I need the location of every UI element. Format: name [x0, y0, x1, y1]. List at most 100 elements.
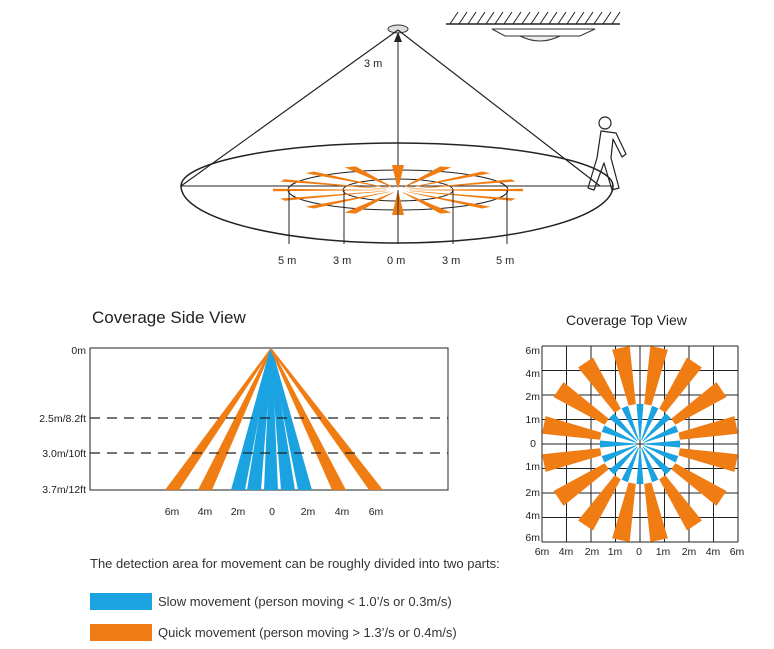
top-ray-quick — [578, 357, 621, 413]
detection-cone — [180, 29, 614, 244]
side-y-labels: 0m 2.5m/8.2ft 3.0m/10ft 3.7m/12ft — [39, 345, 86, 496]
cone-ray-quick — [305, 191, 390, 209]
cone-ray-quick — [344, 192, 394, 214]
detection-note: The detection area for movement can be r… — [90, 556, 500, 571]
hatch-line — [476, 11, 486, 25]
top-ray-quick — [612, 346, 636, 406]
top-x-label: 4m — [706, 546, 721, 558]
side-y-label: 2.5m/8.2ft — [39, 413, 86, 425]
hatch-line — [539, 11, 549, 25]
top-ray-quick — [671, 382, 727, 425]
cone-ray-quick — [280, 190, 388, 201]
top-ray-slow — [609, 413, 638, 442]
top-y-label: 2m — [525, 487, 540, 499]
side-beam-slow — [270, 349, 295, 490]
legend-swatch-slow — [90, 592, 152, 610]
distance-label: 5 m — [496, 255, 514, 267]
top-x-label: 6m — [730, 546, 745, 558]
top-ray-slow — [621, 447, 639, 483]
hatch-line — [611, 11, 621, 25]
cone-rays — [273, 165, 523, 215]
hatch-line — [521, 11, 531, 25]
side-y-label: 3.7m/12ft — [42, 484, 86, 496]
hatch-line — [530, 11, 540, 25]
cone-ray-quick — [406, 191, 491, 209]
height-label: 3 m — [364, 58, 382, 70]
top-y-label: 1m — [525, 414, 540, 426]
top-ray-quick — [678, 448, 738, 472]
hatch-line — [458, 11, 468, 25]
side-x-label: 6m — [165, 506, 180, 518]
top-ray-slow — [601, 425, 637, 443]
top-ray-slow — [641, 405, 659, 441]
top-x-label: 1m — [656, 546, 671, 558]
side-beam-slow — [264, 349, 278, 490]
side-x-label: 0 — [269, 506, 275, 518]
side-x-labels: 6m 4m 2m 0 2m 4m 6m — [165, 506, 384, 518]
top-y-label: 1m — [525, 461, 540, 473]
top-ray-slow — [642, 446, 671, 475]
ceiling — [446, 11, 621, 25]
side-y-label: 0m — [71, 345, 86, 357]
side-beam-quick — [165, 349, 272, 490]
top-ray-quick — [659, 475, 702, 531]
side-x-label: 2m — [301, 506, 316, 518]
hatch-line — [485, 11, 495, 25]
hatch-line — [503, 11, 513, 25]
top-ray-quick — [542, 416, 602, 440]
top-y-label: 6m — [525, 345, 540, 357]
side-beam-quick — [270, 349, 346, 490]
hatch-line — [494, 11, 504, 25]
distance-label: 5 m — [278, 255, 296, 267]
cone-ray-quick — [305, 171, 390, 189]
top-y-label: 2m — [525, 391, 540, 403]
cone-ray-quick — [392, 165, 404, 188]
walking-person-icon — [587, 116, 627, 191]
top-ray-quick — [553, 463, 609, 506]
side-beams — [165, 349, 383, 490]
top-ray-quick — [678, 416, 738, 440]
legend-quick: Quick movement (person moving > 1.3’/s o… — [90, 623, 457, 641]
side-beam-slow — [247, 349, 272, 490]
distance-label: 3 m — [333, 255, 351, 267]
top-view-title: Coverage Top View — [566, 312, 688, 328]
side-beam-quick — [270, 349, 383, 490]
cone-ray-quick — [410, 188, 523, 192]
top-ray-slow — [636, 404, 644, 440]
top-ray-slow — [636, 448, 644, 484]
top-ray-slow — [643, 445, 679, 463]
cone-ray-quick — [406, 171, 491, 189]
side-beam-slow — [231, 349, 272, 490]
top-x-label: 1m — [608, 546, 623, 558]
top-y-labels: 6m 4m 2m 1m 0 1m 2m 4m 6m — [525, 345, 540, 544]
side-x-label: 4m — [335, 506, 350, 518]
top-ray-quick — [644, 482, 668, 542]
side-x-label: 6m — [369, 506, 384, 518]
top-ray-quick — [671, 463, 727, 506]
top-ray-quick — [578, 475, 621, 531]
top-x-label: 4m — [559, 546, 574, 558]
side-x-label: 4m — [198, 506, 213, 518]
top-ray-quick — [553, 382, 609, 425]
top-ray-quick — [542, 448, 602, 472]
side-view-panel — [89, 347, 449, 491]
top-ray-quick — [644, 346, 668, 406]
top-ray-slow — [641, 447, 659, 483]
distance-label: 0 m — [387, 255, 405, 267]
top-ray-slow — [643, 425, 679, 443]
top-ray-slow — [642, 413, 671, 442]
top-x-label: 2m — [682, 546, 697, 558]
cone-ray-quick — [280, 179, 388, 190]
cone-ray-quick — [273, 188, 386, 192]
top-x-label: 2m — [585, 546, 600, 558]
top-view-panel — [541, 345, 739, 543]
top-ray-quick — [612, 482, 636, 542]
hatch-line — [593, 11, 603, 25]
side-x-label: 2m — [231, 506, 246, 518]
top-y-label: 6m — [525, 532, 540, 544]
top-rays — [542, 346, 738, 542]
legend-label-slow: Slow movement (person moving < 1.0’/s or… — [158, 593, 452, 609]
top-ray-slow — [601, 445, 637, 463]
cone-ray-quick — [408, 179, 516, 190]
